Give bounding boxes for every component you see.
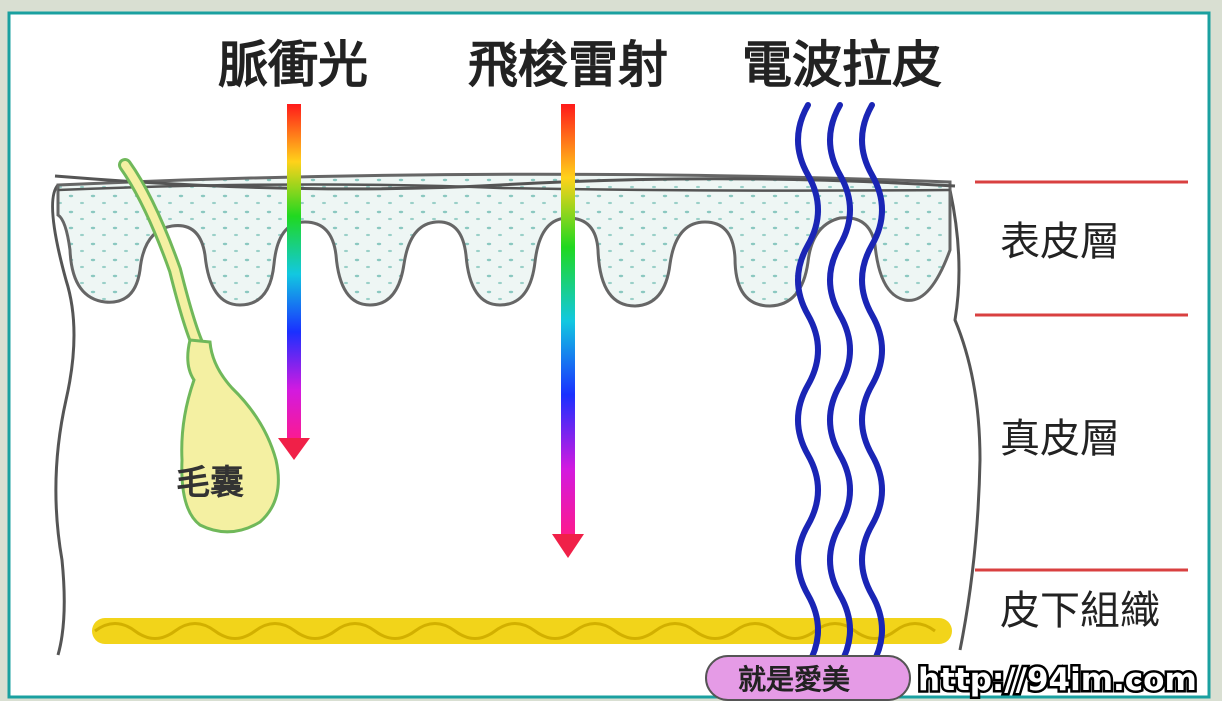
fat-layer [92, 618, 952, 644]
skin-block-outline-right [948, 189, 982, 651]
skin-surface-line-2 [57, 183, 951, 192]
hair-follicle [180, 338, 280, 534]
watermark-pill [705, 655, 911, 701]
epidermis-layer [56, 172, 952, 308]
watermark-url: http://94im.com [918, 662, 1197, 698]
layer-label-epidermis: 表皮層 [1000, 219, 1120, 265]
watermark-site-name: 就是愛美 [738, 663, 850, 696]
fraxel-arrow [552, 104, 584, 558]
follicle-label: 毛囊 [176, 463, 244, 503]
rf-waves [795, 102, 885, 668]
ipl-arrow [278, 104, 310, 460]
heading-fraxel: 飛梭雷射 [468, 36, 668, 94]
skin-block-outline [51, 183, 76, 656]
heading-rf: 電波拉皮 [742, 36, 942, 94]
layer-label-dermis: 真皮層 [1000, 416, 1120, 462]
watermark: 就是愛美 http://94im.com [705, 655, 1199, 701]
layer-label-subcutis: 皮下組織 [1000, 588, 1160, 634]
heading-ipl: 脈衝光 [218, 36, 368, 94]
hair-shaft-core [121, 161, 204, 354]
